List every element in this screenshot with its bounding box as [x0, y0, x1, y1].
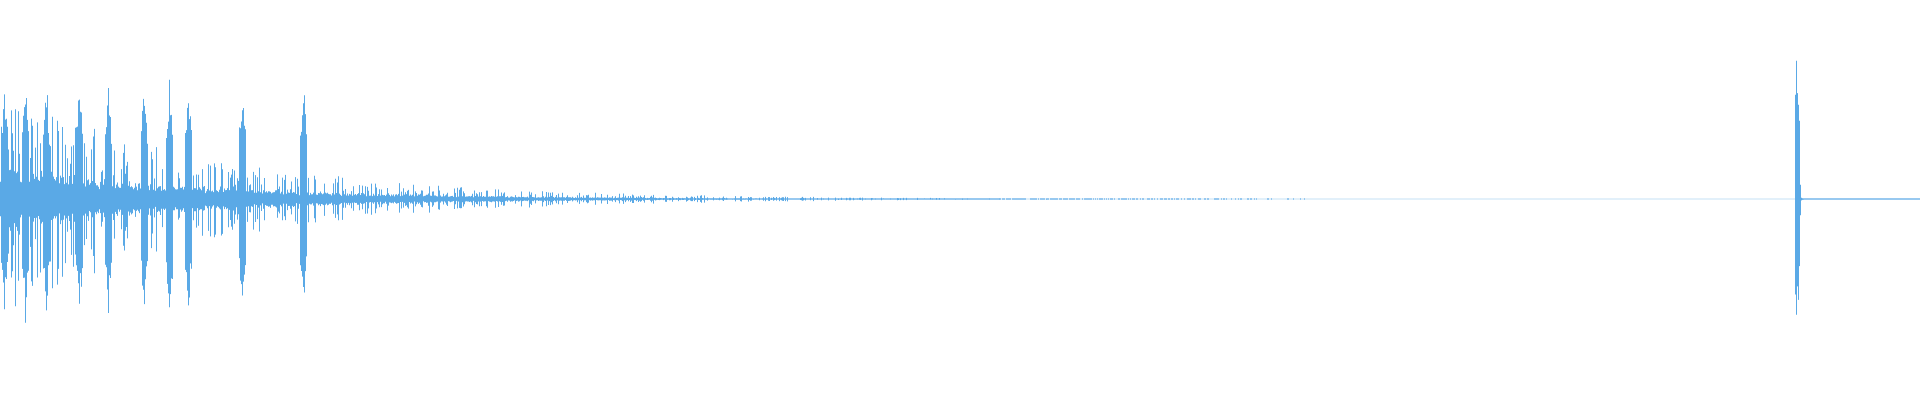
waveform-lines — [0, 60, 1920, 323]
